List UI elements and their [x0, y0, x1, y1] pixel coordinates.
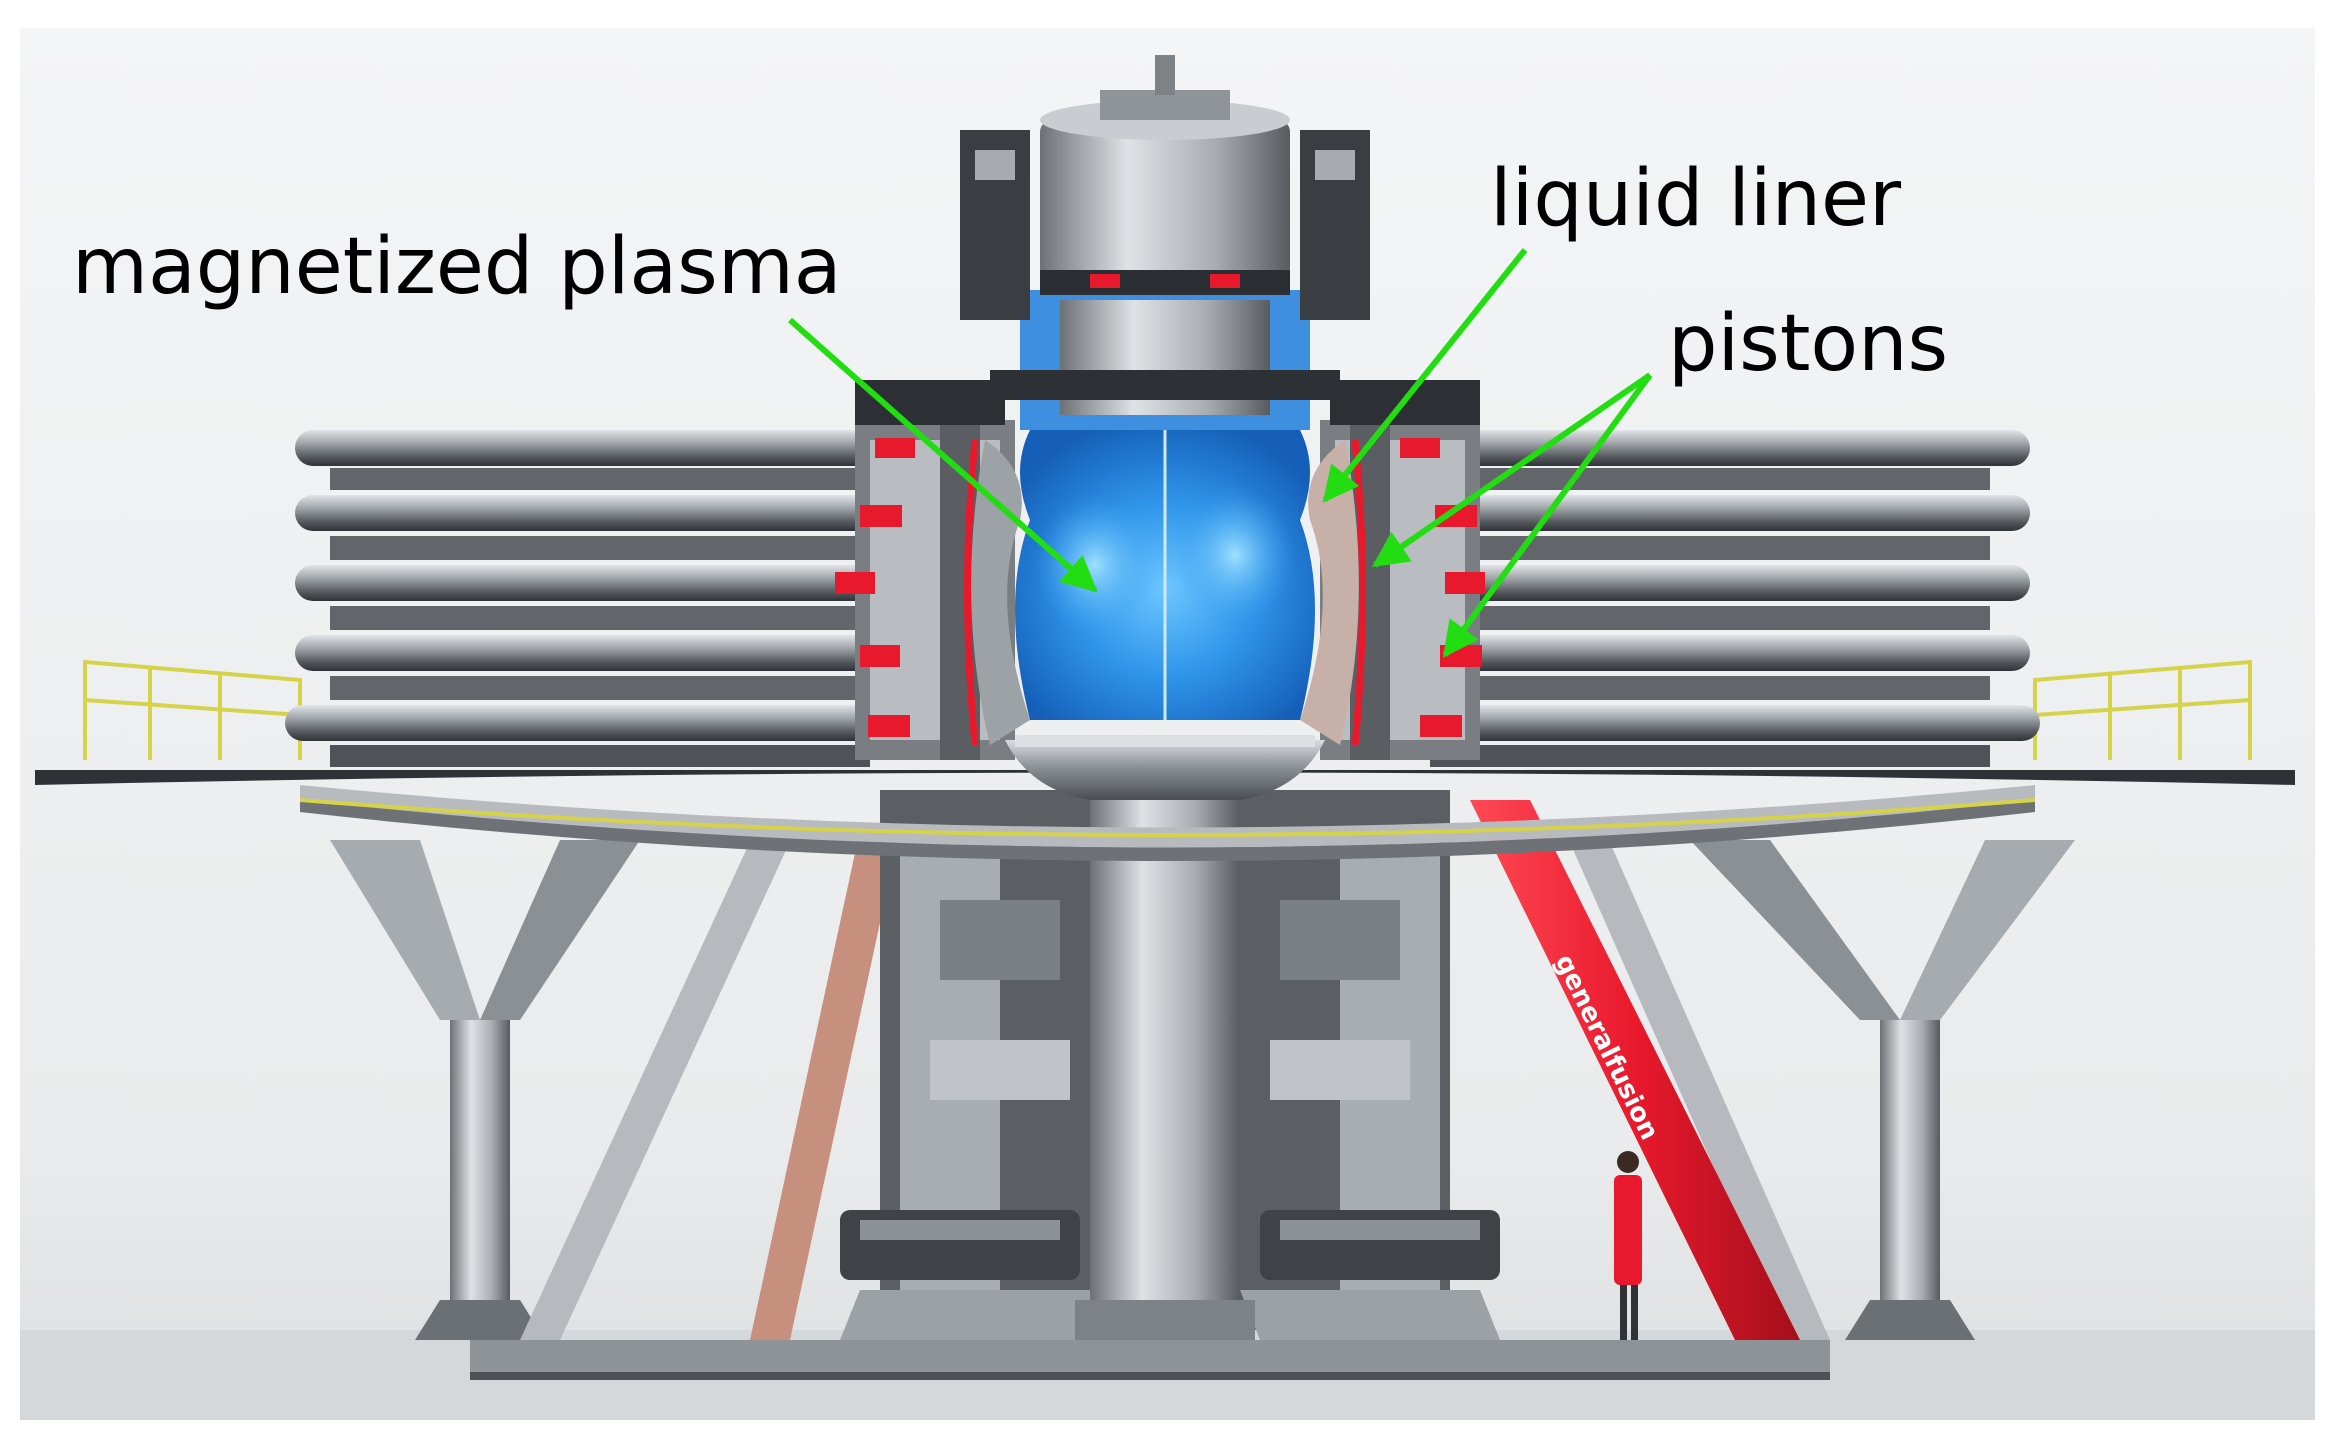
- tube-bank-right: [1420, 430, 2040, 767]
- person-figure: [1614, 1151, 1642, 1340]
- bowl-rim: [1015, 735, 1315, 747]
- base-plate-edge: [470, 1372, 1830, 1380]
- annotation-arrows: [788, 248, 1653, 658]
- pistons-left: [835, 438, 979, 746]
- liquid-liner-label: liquid liner: [1490, 154, 1902, 244]
- lower-bowl: [1005, 740, 1325, 800]
- magnetized-plasma-label: magnetized plasma: [72, 222, 842, 312]
- tube-bank-left: [285, 430, 875, 767]
- upper-vessel: [990, 290, 1340, 430]
- arrow-pistons-upper: [1372, 372, 1652, 568]
- top-cylinder: [960, 55, 1370, 320]
- lower-machinery: [840, 790, 1500, 1340]
- support-legs: [330, 820, 2075, 1340]
- base-plate: [470, 1340, 1830, 1376]
- central-column: [1090, 800, 1240, 1340]
- central-column-foot: [1075, 1300, 1255, 1340]
- pistons-label: pistons: [1668, 299, 1949, 389]
- arrow-plasma: [788, 317, 1098, 593]
- plasma-cavity: [1015, 420, 1315, 720]
- arrow-pistons-lower: [1442, 373, 1653, 658]
- platform-deck: [35, 770, 2295, 861]
- arrow-liner: [1322, 248, 1528, 503]
